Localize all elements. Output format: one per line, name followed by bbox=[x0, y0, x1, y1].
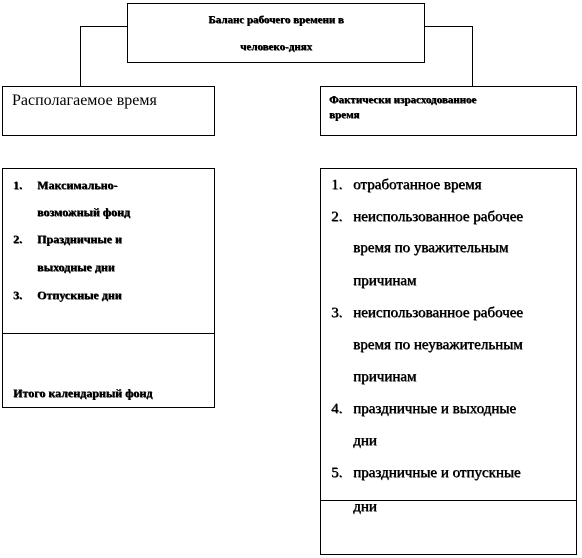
actual-item-3-line3: причинам bbox=[353, 369, 417, 385]
available-item-1-line2: возможный фонд bbox=[37, 205, 130, 219]
actual-time-list-box: 1. отработанное время 2. неиспользованно… bbox=[320, 168, 577, 555]
actual-item-3-line2: время по неуважительным bbox=[353, 337, 523, 353]
connector-left-vertical bbox=[80, 26, 81, 86]
actual-time-header-line2: время bbox=[329, 109, 360, 121]
actual-item-3-number: 3. bbox=[331, 305, 343, 321]
available-item-1-line1: Максимально- bbox=[37, 178, 118, 192]
actual-item-5-line1: праздничные и отпускные bbox=[353, 465, 521, 481]
available-list-divider bbox=[3, 333, 214, 334]
actual-item-2-line1: неиспользованное рабочее bbox=[353, 209, 523, 225]
available-item-2-line1: Праздничные и bbox=[37, 232, 122, 246]
connector-right-vertical bbox=[472, 26, 473, 86]
actual-time-header: Фактически израсходованное время bbox=[329, 93, 569, 123]
actual-item-2-line2: время по уважительным bbox=[353, 240, 509, 256]
connector-left-horizontal bbox=[80, 26, 128, 27]
available-item-2-cont: выходные дни bbox=[37, 260, 115, 275]
available-item-1-cont: возможный фонд bbox=[37, 205, 130, 220]
actual-item-1-line1: отработанное время bbox=[353, 177, 482, 193]
available-time-header-box: Располагаемое время bbox=[2, 86, 215, 136]
balance-title-line2: человеко-днях bbox=[239, 41, 312, 53]
balance-title-box: Баланс рабочего времени в человеко-днях bbox=[127, 3, 425, 63]
available-time-header: Располагаемое время bbox=[12, 92, 157, 109]
available-item-2-line2: выходные дни bbox=[37, 260, 115, 274]
available-time-list-box: 1. Максимально- возможный фонд 2. Праздн… bbox=[2, 168, 215, 408]
actual-time-header-box: Фактически израсходованное время bbox=[320, 86, 577, 136]
available-item-3-line1: Отпускные дни bbox=[37, 288, 122, 302]
actual-item-4-line2: дни bbox=[353, 433, 377, 449]
actual-time-header-line1: Фактически израсходованное bbox=[329, 94, 477, 106]
available-item-1-number: 1. bbox=[13, 178, 22, 192]
calendar-fund-total: Итого календарный фонд bbox=[13, 386, 153, 400]
actual-item-4-number: 4. bbox=[331, 401, 343, 417]
actual-item-2-number: 2. bbox=[331, 209, 343, 225]
actual-item-3-line1: неиспользованное рабочее bbox=[353, 305, 523, 321]
available-item-3-number: 3. bbox=[13, 288, 22, 302]
balance-title-line1: Баланс рабочего времени в bbox=[208, 14, 344, 26]
actual-item-5-line2: дни bbox=[353, 499, 377, 515]
actual-item-5-number: 5. bbox=[331, 465, 343, 481]
available-item-2-number: 2. bbox=[13, 232, 22, 246]
actual-item-4-line1: праздничные и выходные bbox=[353, 401, 516, 417]
connector-right-horizontal bbox=[424, 26, 473, 27]
actual-list-divider bbox=[321, 500, 576, 501]
actual-item-1-number: 1. bbox=[331, 177, 343, 193]
actual-item-2-line3: причинам bbox=[353, 273, 417, 289]
